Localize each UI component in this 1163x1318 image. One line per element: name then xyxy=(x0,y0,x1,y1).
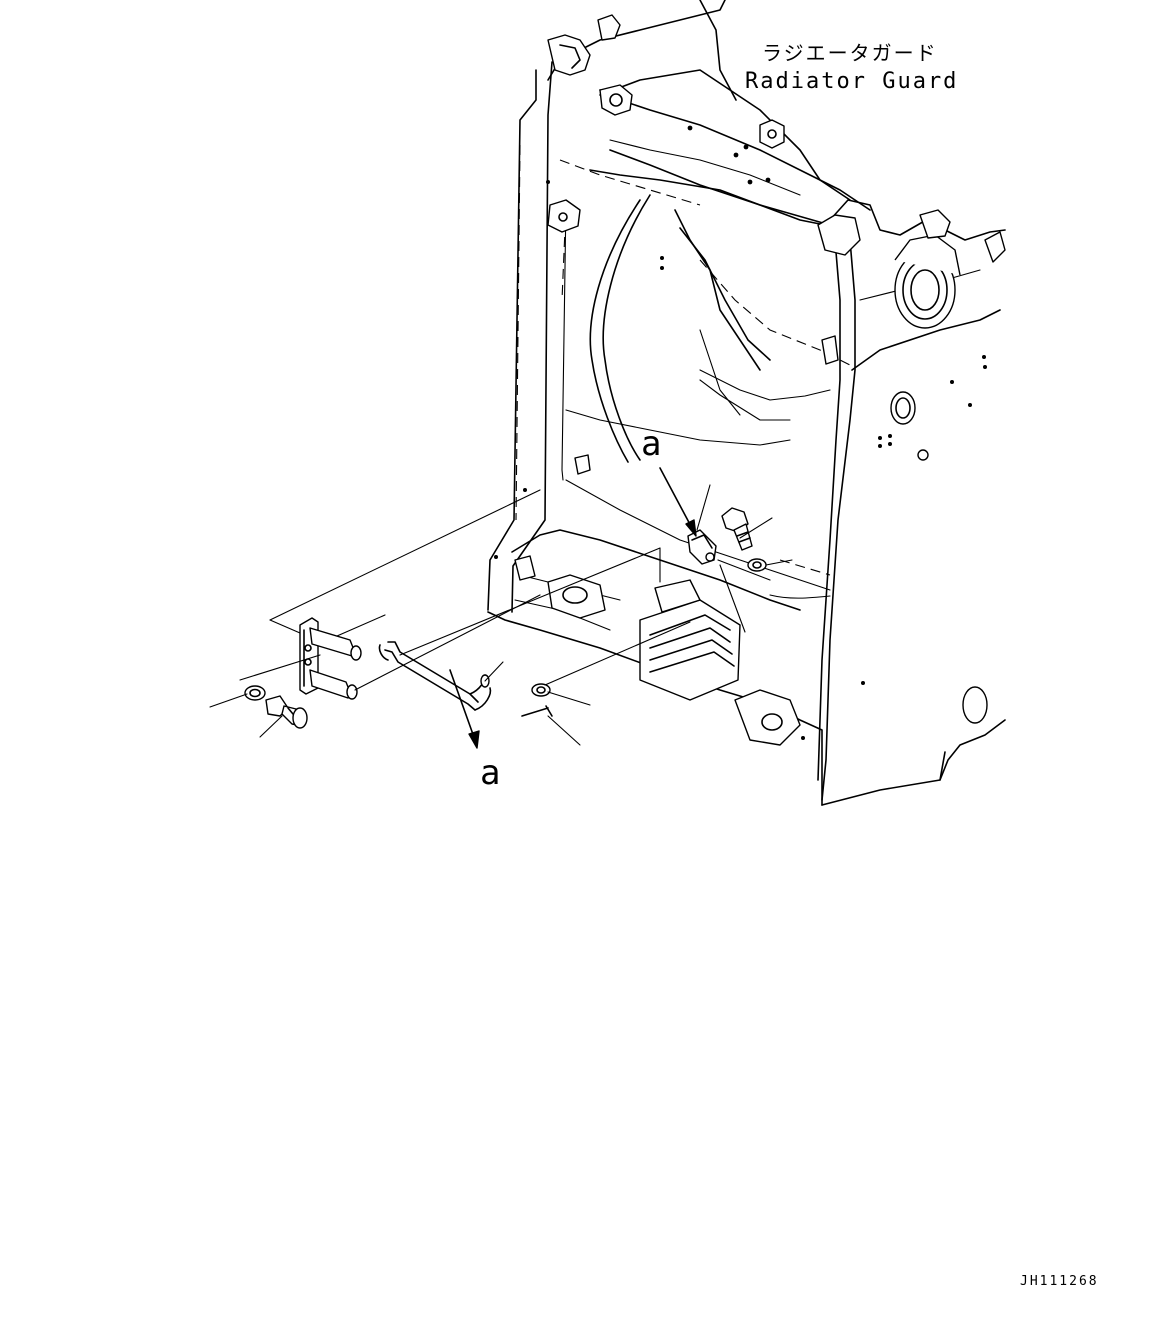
upper-bolt xyxy=(721,507,753,551)
callout-label-lower: a xyxy=(480,753,500,793)
drawing-code: JH111268 xyxy=(1020,1274,1099,1289)
lower-pin xyxy=(521,705,553,717)
title-japanese: ラジエータガード xyxy=(762,41,938,65)
guard-bracket-plate xyxy=(299,617,362,700)
lower-washer xyxy=(531,683,551,697)
top-left-hinge xyxy=(547,14,785,233)
lower-step-bracket xyxy=(514,335,839,746)
title-english: Radiator Guard xyxy=(745,69,958,94)
upper-washer xyxy=(747,558,767,572)
bent-rod xyxy=(378,641,492,711)
radiator-guard-frame xyxy=(487,0,1006,806)
callout-arrow-lower xyxy=(449,669,480,749)
leader-lines xyxy=(209,484,793,746)
bolt-dots xyxy=(494,125,987,740)
right-trunnion xyxy=(817,209,1006,724)
left-bolt xyxy=(265,695,308,729)
callout-arrow-upper xyxy=(659,467,697,537)
callout-label-upper: a xyxy=(641,424,661,464)
clip-bracket xyxy=(687,529,717,565)
left-washer xyxy=(244,685,266,701)
